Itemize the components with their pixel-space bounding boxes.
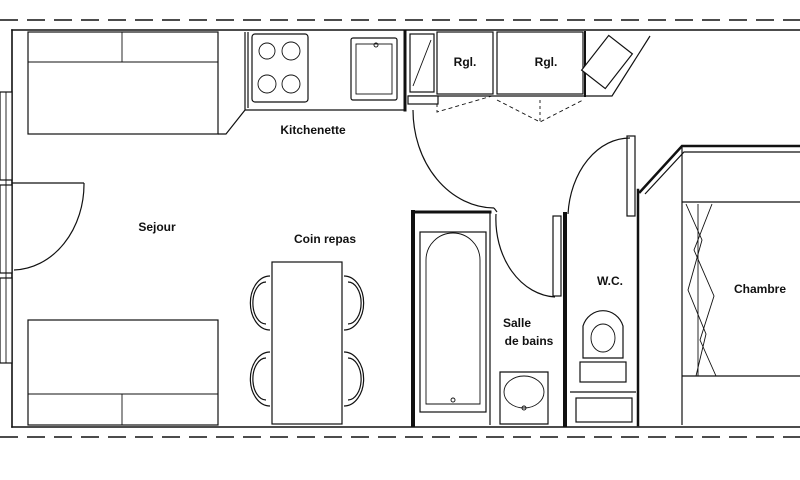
chambre-walls xyxy=(638,144,800,425)
room-label-salle-line1: Salle xyxy=(503,316,531,330)
fridge-block xyxy=(403,30,651,112)
kitchen-sink xyxy=(350,37,398,101)
dining-table xyxy=(271,261,343,425)
left-window-frames xyxy=(0,91,13,364)
fridge-label-left: Rgl. xyxy=(454,55,477,69)
bathtub xyxy=(419,231,487,413)
room-label-wc: W.C. xyxy=(597,274,623,288)
cooktop xyxy=(251,33,309,103)
sejour-door-swing xyxy=(12,182,85,271)
kitchen-counter xyxy=(218,32,405,135)
bathroom-walls xyxy=(411,210,567,427)
sofa-bottom xyxy=(27,319,219,426)
fridge-door-swings xyxy=(436,95,584,123)
room-label-coin-repas: Coin repas xyxy=(294,232,356,246)
sofa-top xyxy=(27,31,219,135)
bathroom-basin xyxy=(499,371,549,425)
room-label-kitchenette: Kitchenette xyxy=(280,123,346,137)
dining-chairs xyxy=(249,275,365,407)
wc-door xyxy=(567,135,636,217)
room-label-salle-line2: de bains xyxy=(505,334,554,348)
fridge-label-right: Rgl. xyxy=(535,55,558,69)
room-label-sejour: Sejour xyxy=(138,220,176,234)
room-label-chambre: Chambre xyxy=(734,282,786,296)
bathroom-door xyxy=(407,95,498,213)
wc-room xyxy=(570,188,640,427)
